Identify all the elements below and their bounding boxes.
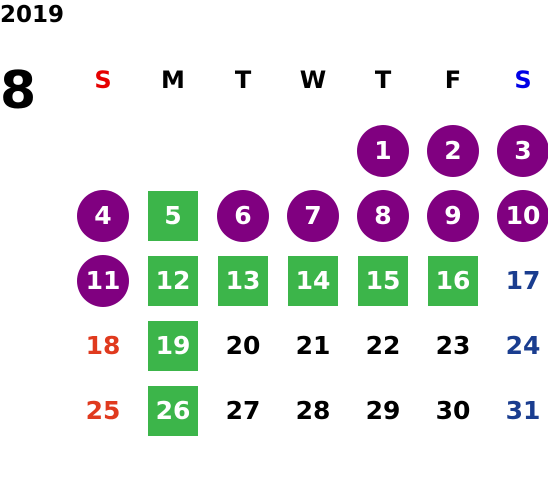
calendar-cell-empty xyxy=(68,118,138,183)
day-10: 10 xyxy=(497,189,548,242)
calendar-cell[interactable]: 3 xyxy=(488,118,548,183)
day-18: 18 xyxy=(85,331,121,360)
day-31: 31 xyxy=(505,396,541,425)
day-20: 20 xyxy=(225,331,261,360)
calendar-cell[interactable]: 29 xyxy=(348,378,418,443)
day-3: 3 xyxy=(497,124,548,177)
calendar-cell[interactable]: 16 xyxy=(418,248,488,313)
calendar-cell[interactable]: 6 xyxy=(208,183,278,248)
day-12: 12 xyxy=(148,255,198,306)
weekday-header-saturday: S xyxy=(514,66,532,94)
calendar-cell[interactable]: 27 xyxy=(208,378,278,443)
day-25: 25 xyxy=(85,396,121,425)
calendar-cell[interactable]: 28 xyxy=(278,378,348,443)
day-7: 7 xyxy=(287,189,339,242)
month-number: 8 xyxy=(0,61,37,121)
calendar-cell[interactable]: 31 xyxy=(488,378,548,443)
day-17: 17 xyxy=(505,266,541,295)
day-1: 1 xyxy=(357,124,409,177)
calendar-cell[interactable]: 25 xyxy=(68,378,138,443)
day-11: 11 xyxy=(77,254,129,307)
calendar-cell-empty xyxy=(208,118,278,183)
weekday-header-tuesday: T xyxy=(234,66,252,94)
day-4: 4 xyxy=(77,189,129,242)
calendar-cell[interactable]: 14 xyxy=(278,248,348,313)
weekday-header-wednesday: W xyxy=(299,66,327,94)
day-5: 5 xyxy=(148,190,198,241)
calendar-cell[interactable]: 15 xyxy=(348,248,418,313)
day-14: 14 xyxy=(288,255,338,306)
calendar-cell[interactable]: 20 xyxy=(208,313,278,378)
calendar-cell[interactable]: 23 xyxy=(418,313,488,378)
day-22: 22 xyxy=(365,331,401,360)
weekday-header-thursday: T xyxy=(374,66,392,94)
day-21: 21 xyxy=(295,331,331,360)
calendar-cell[interactable]: 5 xyxy=(138,183,208,248)
calendar-cell-empty xyxy=(138,118,208,183)
day-29: 29 xyxy=(365,396,401,425)
weekday-header-sunday: S xyxy=(94,66,112,94)
day-19: 19 xyxy=(148,320,198,371)
day-9: 9 xyxy=(427,189,479,242)
calendar-cell[interactable]: 19 xyxy=(138,313,208,378)
day-30: 30 xyxy=(435,396,471,425)
day-6: 6 xyxy=(217,189,269,242)
calendar-cell[interactable]: 13 xyxy=(208,248,278,313)
calendar-cell[interactable]: 12 xyxy=(138,248,208,313)
calendar-cell[interactable]: 24 xyxy=(488,313,548,378)
day-27: 27 xyxy=(225,396,261,425)
calendar-cell[interactable]: 22 xyxy=(348,313,418,378)
day-2: 2 xyxy=(427,124,479,177)
year-label: 2019 xyxy=(0,2,65,28)
calendar-cell-empty xyxy=(278,118,348,183)
calendar-cell[interactable]: 21 xyxy=(278,313,348,378)
day-16: 16 xyxy=(428,255,478,306)
calendar-cell[interactable]: 17 xyxy=(488,248,548,313)
calendar-cell[interactable]: 18 xyxy=(68,313,138,378)
calendar-cell[interactable]: 2 xyxy=(418,118,488,183)
day-8: 8 xyxy=(357,189,409,242)
calendar-cell[interactable]: 1 xyxy=(348,118,418,183)
calendar-cell[interactable]: 26 xyxy=(138,378,208,443)
day-23: 23 xyxy=(435,331,471,360)
calendar-cell[interactable]: 30 xyxy=(418,378,488,443)
calendar-cell[interactable]: 4 xyxy=(68,183,138,248)
day-15: 15 xyxy=(358,255,408,306)
calendar-cell[interactable]: 7 xyxy=(278,183,348,248)
calendar-cell[interactable]: 9 xyxy=(418,183,488,248)
calendar-cell[interactable]: 8 xyxy=(348,183,418,248)
day-28: 28 xyxy=(295,396,331,425)
day-24: 24 xyxy=(505,331,541,360)
calendar-cell[interactable]: 10 xyxy=(488,183,548,248)
day-13: 13 xyxy=(218,255,268,306)
day-26: 26 xyxy=(148,385,198,436)
weekday-header-monday: M xyxy=(161,66,185,94)
calendar-cell[interactable]: 11 xyxy=(68,248,138,313)
weekday-header-friday: F xyxy=(444,66,462,94)
